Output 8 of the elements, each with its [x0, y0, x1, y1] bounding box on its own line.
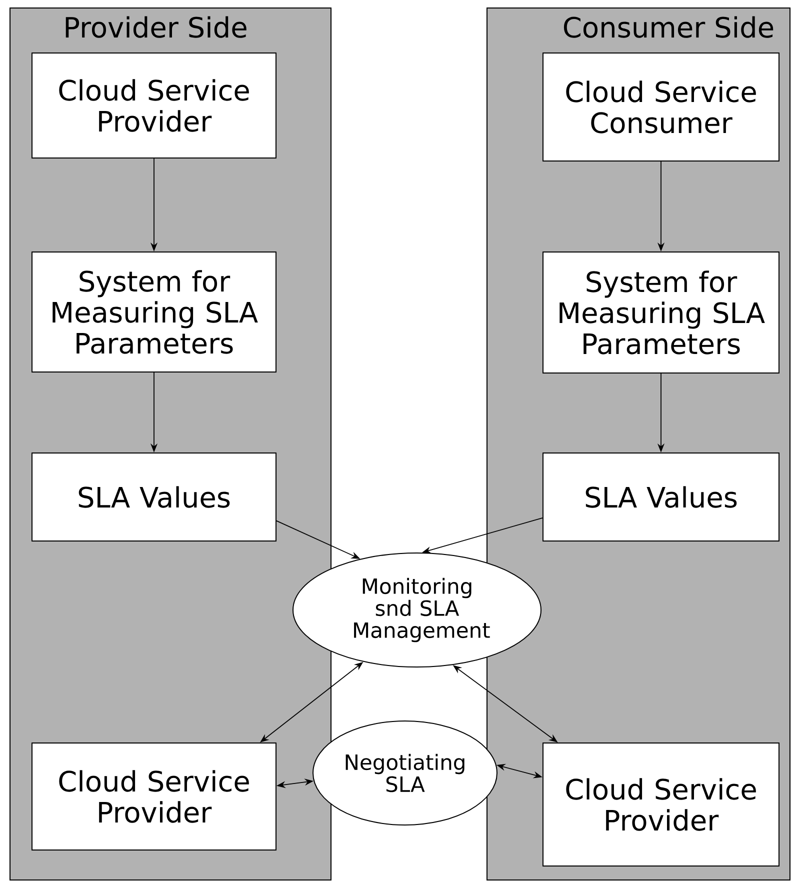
process-box: Cloud Service Provider [32, 52, 276, 158]
process-box: Cloud Service Provider [542, 742, 780, 866]
process-box: System for Measuring SLA Parameters [542, 252, 780, 374]
process-box: SLA Values [32, 452, 276, 542]
process-box: Cloud Service Provider [32, 742, 276, 850]
process-box: Cloud Service Consumer [542, 52, 780, 162]
process-box: System for Measuring SLA Parameters [32, 252, 276, 372]
process-box: SLA Values [542, 452, 780, 542]
